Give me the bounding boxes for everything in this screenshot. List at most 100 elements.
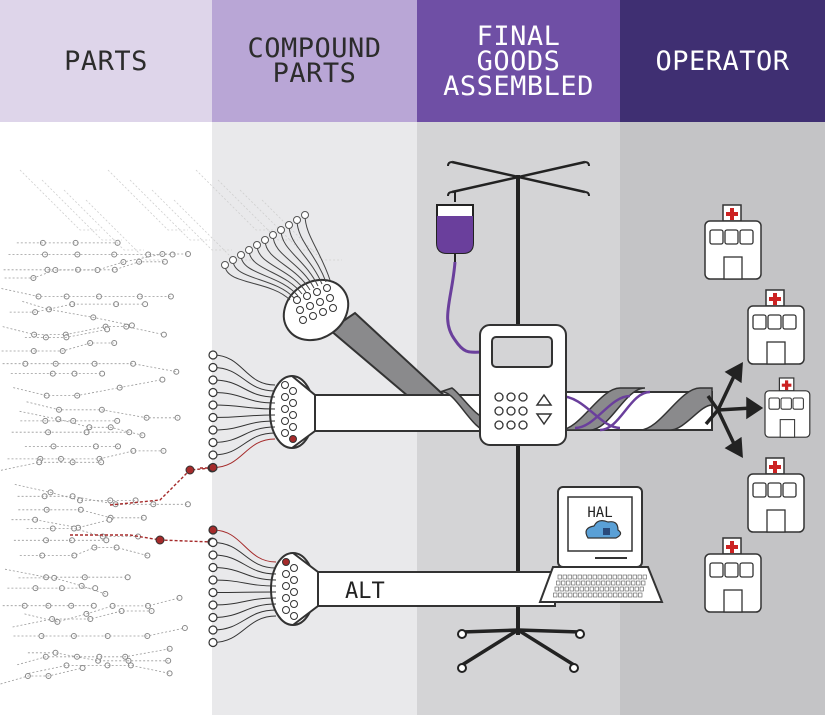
header-final-goods: FINAL GOODS ASSEMBLED: [417, 0, 620, 122]
keyboard-key: [631, 580, 636, 586]
connector-wire: [212, 354, 276, 386]
keyboard-key: [584, 586, 589, 592]
keyboard-key: [573, 592, 578, 598]
header-operator-line-1: OPERATOR: [655, 45, 790, 77]
keyboard-key: [588, 592, 593, 598]
connector-pin: [282, 558, 290, 566]
circuit-node: [144, 552, 151, 559]
circuit-trace: [17, 648, 170, 666]
header-final-line-1: FINAL: [476, 20, 561, 52]
hospital-window: [768, 397, 780, 410]
connector-pin: [281, 381, 289, 389]
keyboard-key: [612, 574, 617, 580]
keyboard-key: [582, 574, 587, 580]
connector-wire: [212, 379, 276, 398]
hospitals-group: [704, 204, 811, 613]
connector-pin: [303, 292, 311, 300]
hospital-window: [752, 314, 767, 330]
diagram-canvas: ALT HAL: [0, 122, 825, 715]
wire-terminal: [208, 387, 218, 398]
connector-wire: [212, 420, 276, 431]
circuit-trace: [26, 528, 139, 537]
keyboard-key: [592, 574, 597, 580]
keyboard-key: [606, 580, 611, 586]
hospital-window: [792, 397, 804, 410]
header-parts-line-1: PARTS: [64, 45, 148, 77]
hospital-window: [752, 482, 767, 498]
keyboard-key: [629, 586, 634, 592]
header-operator: OPERATOR: [620, 0, 825, 122]
connector-wire: [212, 367, 276, 392]
circuit-node: [167, 293, 174, 300]
keyboard-key: [579, 586, 584, 592]
hospital-icon: [704, 204, 762, 280]
header-compound-line-1: COMPOUND: [247, 33, 382, 64]
wire-terminal: [208, 362, 218, 373]
hospital-window: [709, 229, 724, 245]
red-cross-icon: [781, 380, 792, 390]
keyboard-key: [638, 592, 643, 598]
keyboard-key: [611, 580, 616, 586]
connector-wire: [224, 264, 291, 301]
connector-wire: [212, 414, 276, 418]
connector-pin: [289, 423, 297, 431]
wire-terminal: [208, 375, 218, 385]
hospital-window: [709, 562, 724, 578]
keyboard-key: [576, 580, 581, 586]
circuit-node-highlighted: [155, 535, 165, 545]
circuit-trace: [1, 342, 115, 352]
connector-pin: [289, 387, 297, 395]
keyboard-keys: [553, 574, 647, 598]
connector-wire: [212, 426, 276, 443]
keyboard-key: [553, 592, 558, 598]
connector-pin: [319, 308, 327, 316]
computer-screen-label: HAL: [587, 505, 612, 521]
circuit-trace-faint: [41, 179, 122, 241]
keyboard-key: [637, 574, 642, 580]
connector-pin: [293, 296, 301, 304]
circuit-node: [106, 516, 113, 523]
circuit-trace-faint: [129, 179, 210, 241]
connector-pin: [281, 405, 289, 413]
connector-pin: [309, 312, 317, 320]
circuit-trace: [17, 495, 188, 505]
keyboard-key: [556, 580, 561, 586]
connector-pin: [290, 564, 298, 572]
circuit-trace-highlighted: [70, 534, 213, 543]
hospital-door: [766, 341, 786, 365]
connector-wire: [288, 224, 323, 285]
connector-wire: [264, 239, 311, 291]
wire-terminal: [208, 625, 218, 635]
keyboard-key: [639, 586, 644, 592]
wire-terminal: [221, 261, 229, 269]
connector-wire: [212, 554, 277, 575]
connector-wire: [212, 404, 276, 410]
hospital-icon: [764, 377, 811, 438]
connector-wire: [212, 392, 276, 404]
hospital-window: [780, 397, 792, 410]
connector-wire: [212, 615, 277, 643]
connector-pin: [281, 429, 289, 437]
circuit-trace-faint: [19, 169, 100, 231]
hospital-door: [723, 256, 743, 280]
wire-terminal: [277, 226, 285, 234]
keyboard-key: [586, 580, 591, 586]
circuit-trace: [1, 288, 171, 297]
keyboard-key: [624, 586, 629, 592]
keyboard-key: [597, 574, 602, 580]
circuit-trace-faint: [195, 169, 276, 231]
connector-wire: [256, 244, 307, 293]
hospital-window: [767, 314, 782, 330]
header-compound-parts: COMPOUND PARTS: [212, 0, 417, 122]
connector-pin: [296, 306, 304, 314]
circuit-trace: [4, 253, 188, 279]
wire-terminal: [245, 246, 253, 254]
wire-terminal: [208, 637, 218, 648]
header-compound-line-2: PARTS: [272, 58, 357, 89]
keyboard-key: [593, 592, 598, 598]
keyboard-key: [607, 574, 612, 580]
connector-pin: [329, 304, 337, 312]
connector-pin: [316, 298, 324, 306]
connector-pin: [290, 576, 298, 584]
circuit-node: [166, 670, 173, 677]
